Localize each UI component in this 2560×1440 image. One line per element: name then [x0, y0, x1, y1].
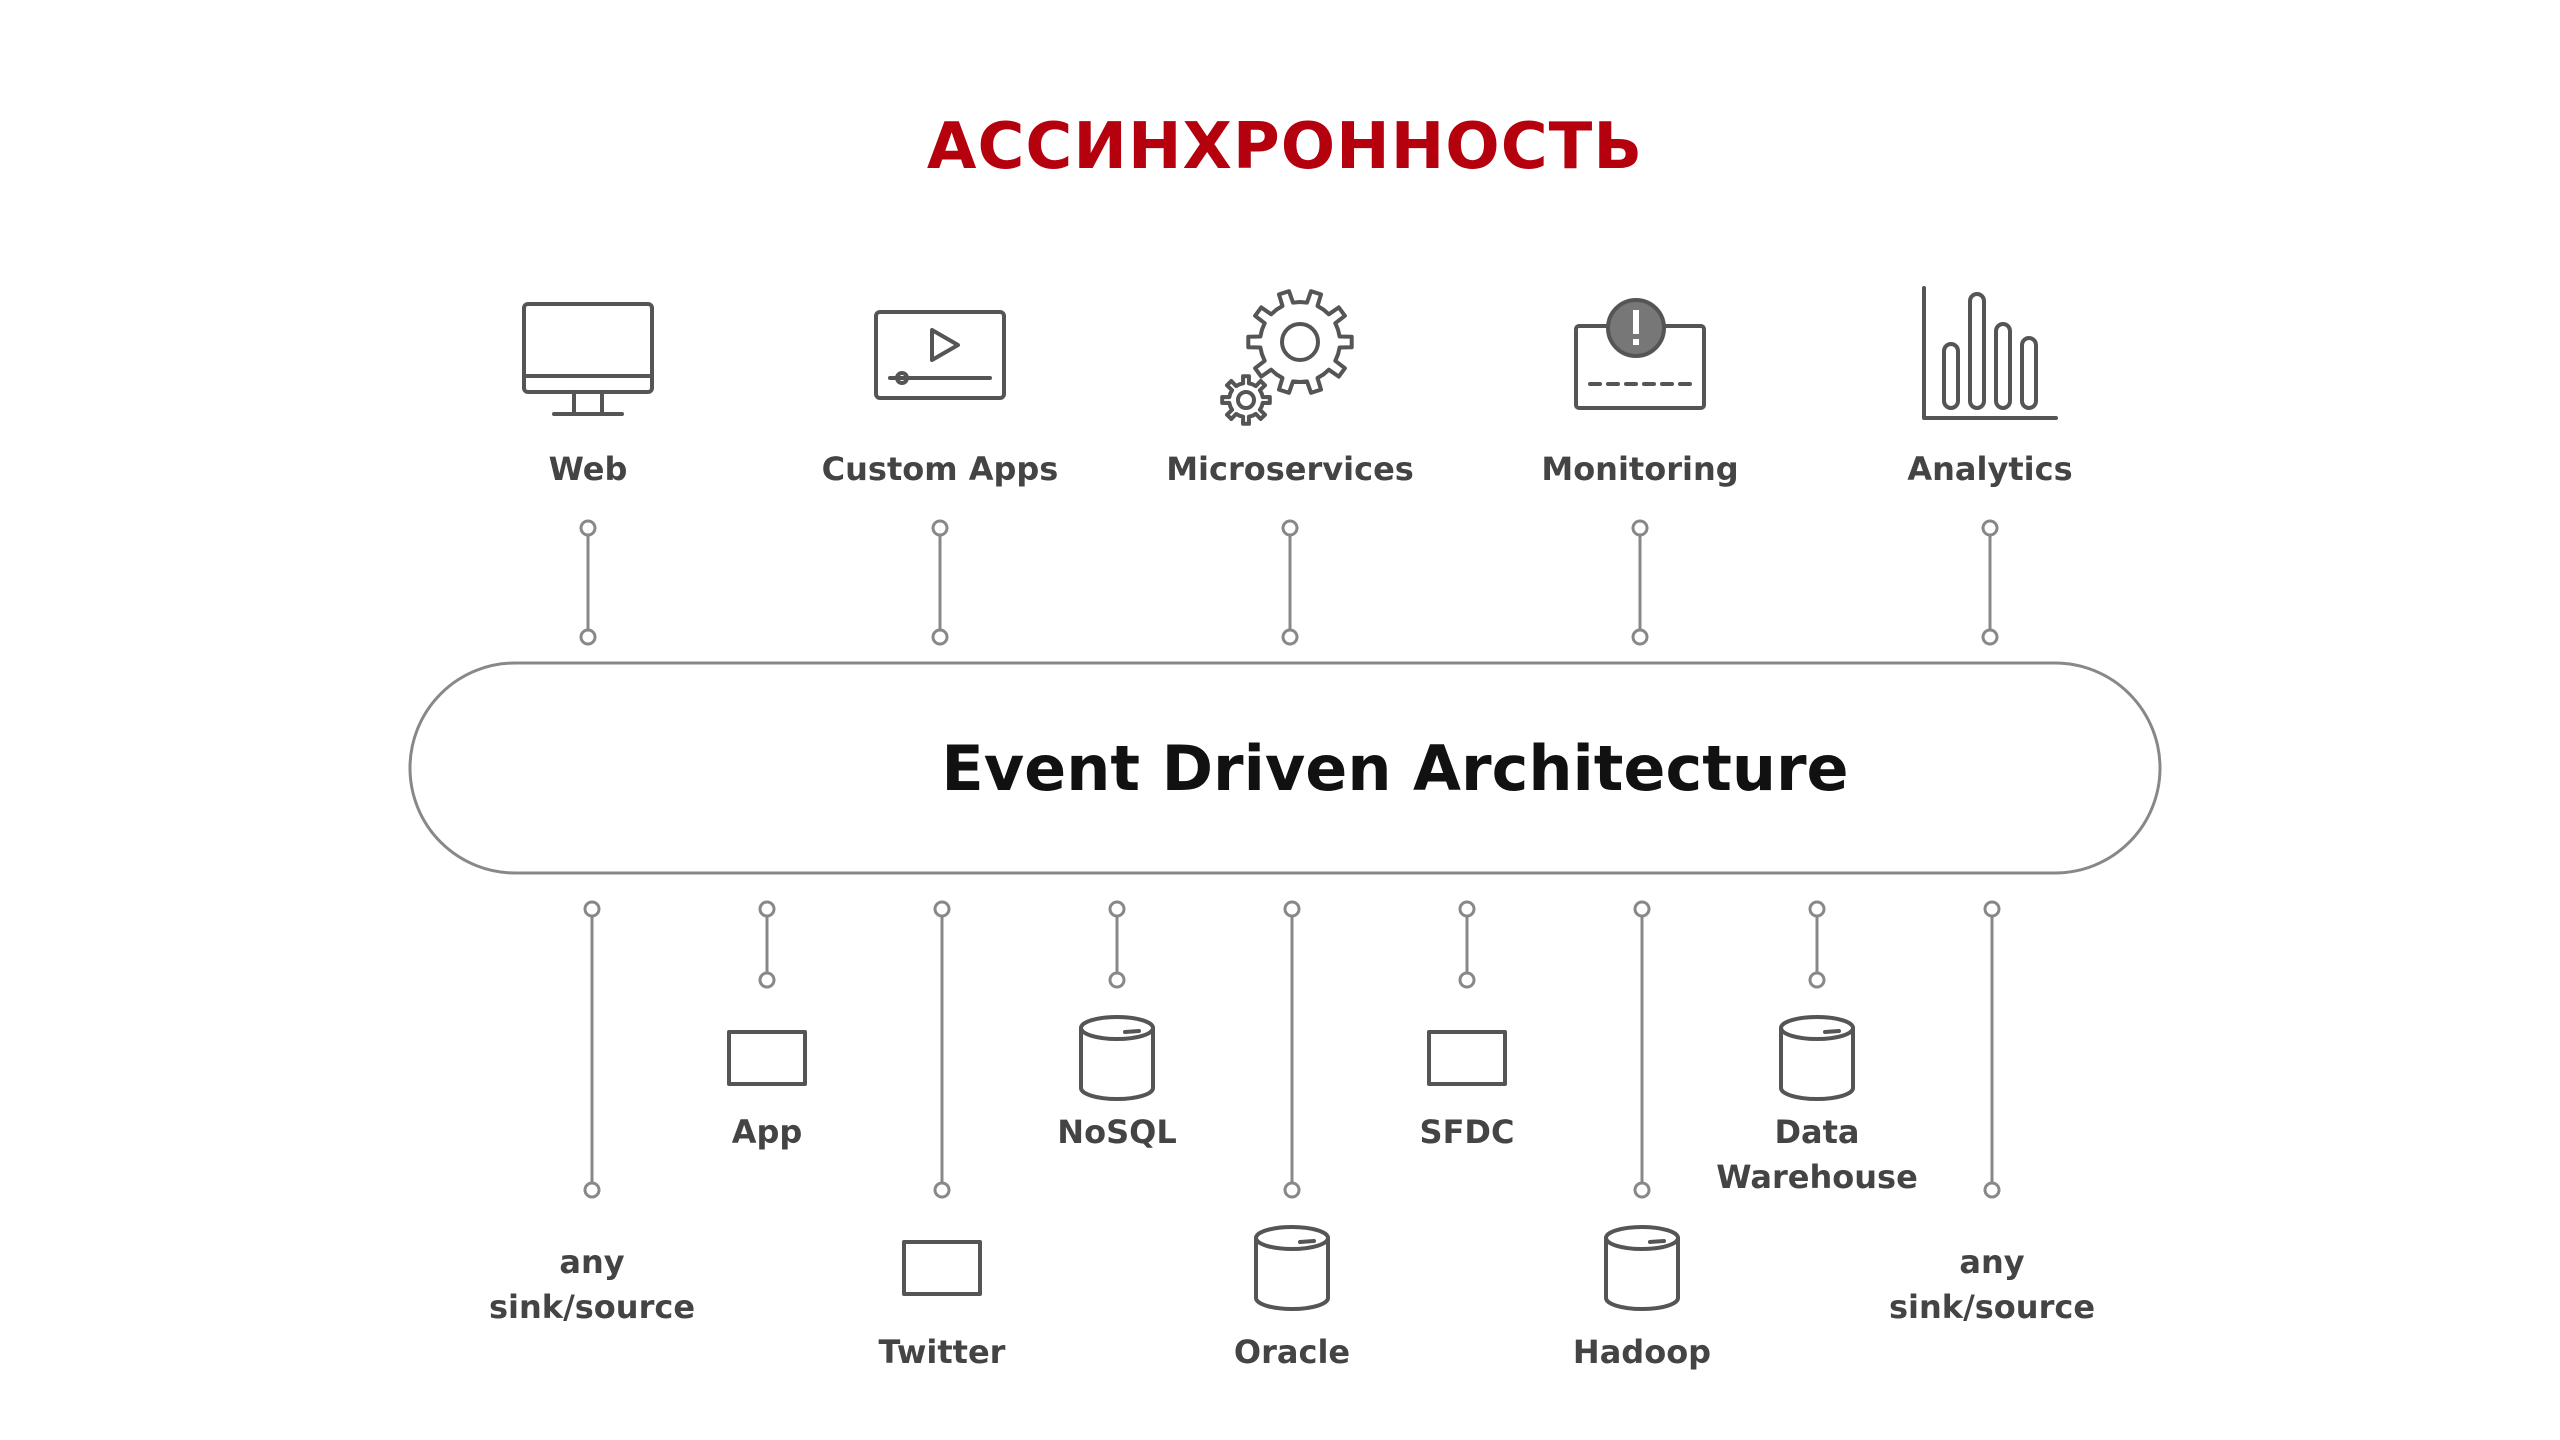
node-custom-apps: Custom Apps: [822, 310, 1059, 646]
node-microservices: Microservices: [1166, 289, 1414, 646]
node-label-data-warehouse: Warehouse: [1716, 1158, 1918, 1196]
node-label-microservices: Microservices: [1166, 450, 1414, 488]
alert-panel-icon: [1574, 298, 1706, 410]
connector-microservices: [1281, 519, 1299, 646]
database-icon: [1254, 1225, 1330, 1311]
node-label-any-sink-source-left: any: [559, 1243, 624, 1281]
node-any-sink-source-left: any sink/source: [489, 900, 695, 1326]
connector-sfdc: [1458, 900, 1476, 989]
connector-web: [579, 519, 597, 646]
node-label-oracle: Oracle: [1234, 1333, 1350, 1371]
node-label-data-warehouse: Data: [1774, 1113, 1859, 1151]
connector-any-sink-source-right: [1983, 900, 2001, 1199]
node-sfdc: SFDC: [1420, 900, 1515, 1151]
connector-twitter: [933, 900, 951, 1199]
box-icon: [1427, 1030, 1507, 1086]
node-label-twitter: Twitter: [879, 1333, 1006, 1371]
node-label-any-sink-source-right: any: [1959, 1243, 2024, 1281]
event-bus-label: Event Driven Architecture: [941, 732, 1848, 805]
node-hadoop: Hadoop: [1573, 900, 1711, 1371]
connector-analytics: [1981, 519, 1999, 646]
node-label-hadoop: Hadoop: [1573, 1333, 1711, 1371]
node-nosql: NoSQL: [1057, 900, 1177, 1151]
connector-monitoring: [1631, 519, 1649, 646]
node-app: App: [727, 900, 807, 1151]
top-consumers: Web Custom Apps Microservices Monitoring Ana…: [522, 286, 2073, 646]
database-icon: [1604, 1225, 1680, 1311]
node-monitoring: Monitoring: [1541, 298, 1739, 646]
node-label-nosql: NoSQL: [1057, 1113, 1176, 1151]
node-label-app: App: [732, 1113, 803, 1151]
node-label-custom-apps: Custom Apps: [822, 450, 1059, 488]
connector-nosql: [1108, 900, 1126, 989]
database-icon: [1079, 1015, 1155, 1101]
video-player-icon: [874, 310, 1006, 400]
node-label-monitoring: Monitoring: [1541, 450, 1738, 488]
box-icon: [727, 1030, 807, 1086]
node-label-any-sink-source-right: sink/source: [1889, 1288, 2095, 1326]
page-title: АССИНХРОННОСТЬ: [927, 110, 1643, 184]
monitor-icon: [522, 302, 654, 416]
node-oracle: Oracle: [1234, 900, 1350, 1371]
connector-custom-apps: [931, 519, 949, 646]
node-label-web: Web: [549, 450, 628, 488]
node-analytics: Analytics: [1907, 286, 2073, 646]
node-any-sink-source-right: any sink/source: [1889, 900, 2095, 1326]
bar-chart-icon: [1922, 286, 2058, 420]
node-label-sfdc: SFDC: [1420, 1113, 1515, 1151]
connector-any-sink-source-left: [583, 900, 601, 1199]
node-label-analytics: Analytics: [1907, 450, 2072, 488]
gears-icon: [1220, 289, 1354, 426]
node-label-any-sink-source-left: sink/source: [489, 1288, 695, 1326]
node-web: Web: [522, 302, 654, 646]
connector-app: [758, 900, 776, 989]
connector-hadoop: [1633, 900, 1651, 1199]
node-twitter: Twitter: [879, 900, 1006, 1371]
connector-data-warehouse: [1808, 900, 1826, 989]
box-icon: [902, 1240, 982, 1296]
event-bus: [408, 661, 2162, 875]
database-icon: [1779, 1015, 1855, 1101]
connector-oracle: [1283, 900, 1301, 1199]
